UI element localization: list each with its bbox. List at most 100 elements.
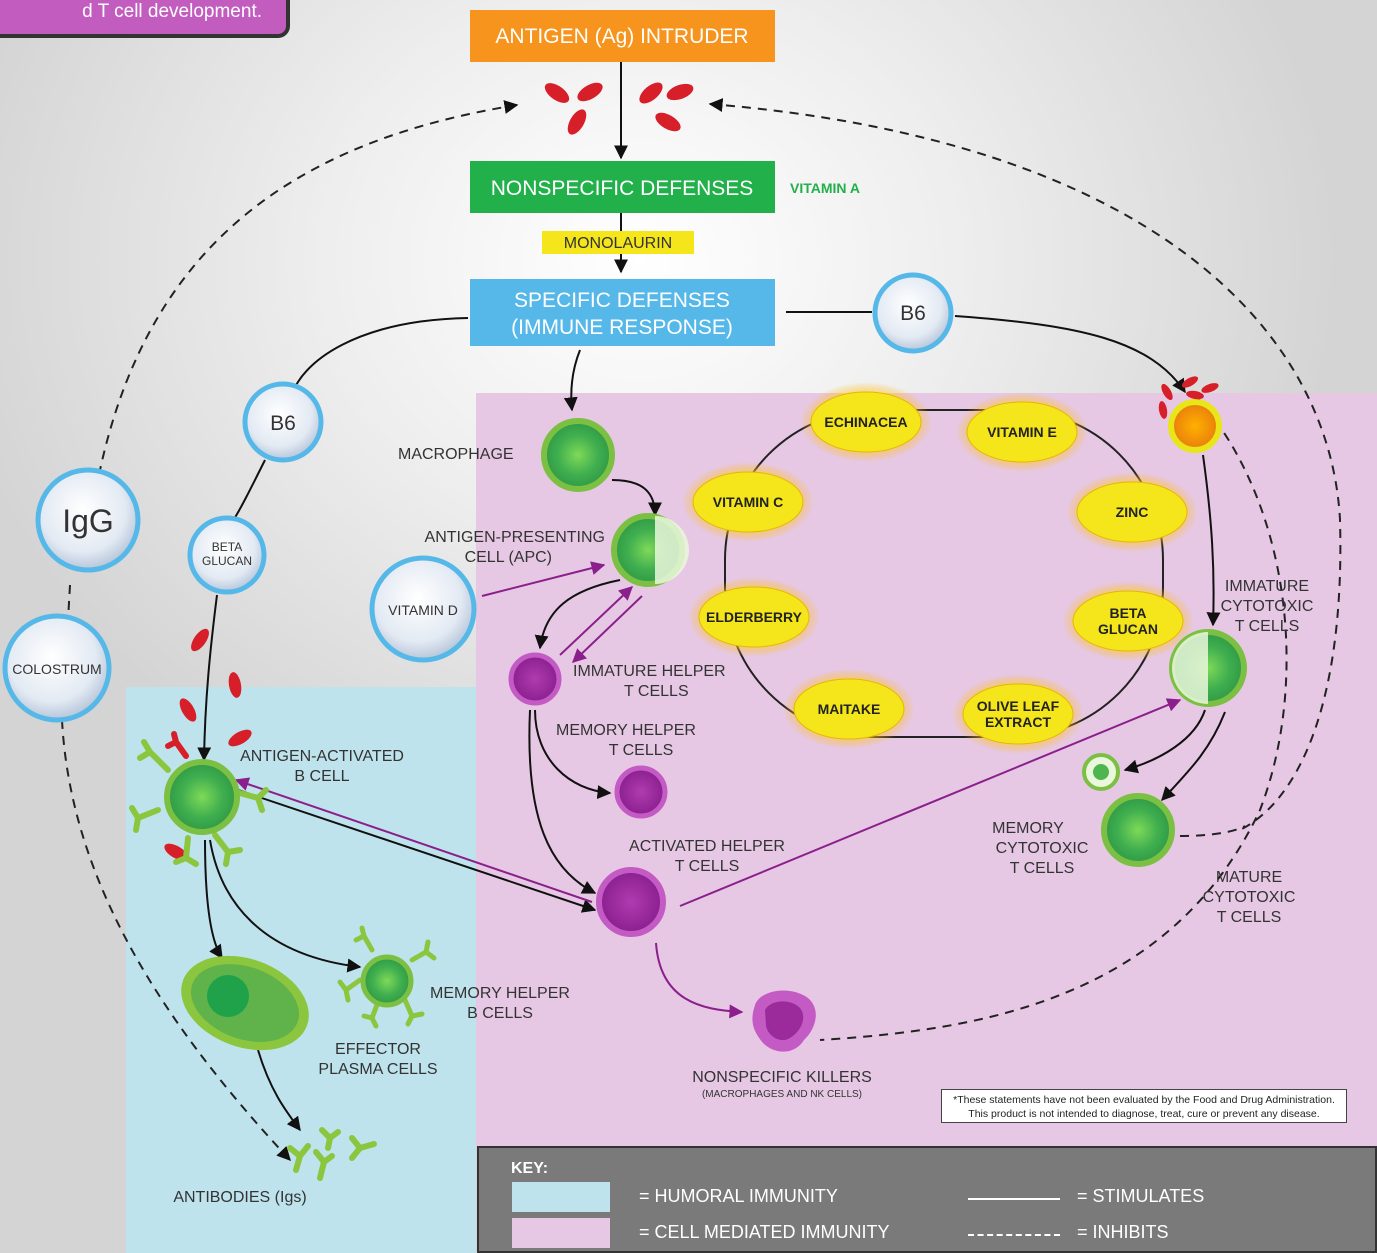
- maitake-oval: MAITAKE: [783, 669, 915, 749]
- nk-label-1: NONSPECIFIC KILLERS: [692, 1069, 872, 1086]
- immature-cyto-label-3: T CELLS: [1235, 618, 1300, 635]
- igg-circle: IgG: [35, 467, 141, 573]
- immature-cytotoxic-cell: [1169, 629, 1247, 707]
- antibodies-label: ANTIBODIES (Igs): [173, 1189, 306, 1206]
- key-title: KEY:: [511, 1160, 549, 1177]
- inhibits-line-sample: [968, 1234, 1060, 1236]
- macrophage-label: MACROPHAGE: [398, 446, 514, 463]
- arrow-effector-antibodies: [257, 1049, 301, 1132]
- activated-helper-label-1: ACTIVATED HELPER: [629, 838, 785, 855]
- b6-left-circle: B6: [242, 381, 324, 463]
- cell-mediated-swatch: [512, 1218, 610, 1248]
- arrow-specific-macrophage: [563, 349, 581, 412]
- vitamin-d-label: VITAMIN D: [388, 602, 458, 618]
- beta-glucan-label-1: BETA: [212, 540, 242, 554]
- antigen-b-label-2: B CELL: [294, 768, 349, 785]
- antigen-activated-b-cell: [129, 731, 269, 867]
- antibodies-icon: [287, 1127, 377, 1181]
- arrow-macrophage-apc: [611, 479, 662, 517]
- maitake-label: MAITAKE: [818, 701, 881, 717]
- specific-box-label-2: (IMMUNE RESPONSE): [511, 316, 733, 339]
- effector-plasma-cell: [181, 955, 309, 1051]
- zinc-label: ZINC: [1116, 504, 1149, 520]
- activated-helper-label-2: T CELLS: [675, 858, 740, 875]
- b6-right-label: B6: [900, 302, 926, 325]
- olive-leaf-label-2: EXTRACT: [985, 714, 1052, 730]
- arrow-cyto-mature: [1161, 711, 1226, 802]
- vitamin-c-label: VITAMIN C: [713, 494, 784, 510]
- memory-cyto-label-2: CYTOTOXIC: [996, 840, 1089, 857]
- vitamin-d-circle: VITAMIN D: [369, 555, 477, 663]
- vitamin-a-label: VITAMIN A: [790, 180, 860, 196]
- top-note-banner: d T cell development.: [0, 0, 290, 38]
- beta-glucan-circle: BETA GLUCAN: [187, 515, 267, 595]
- antigen-box-label: ANTIGEN (Ag) INTRUDER: [495, 25, 748, 48]
- memory-helper-t-cell: [614, 765, 668, 819]
- inhibit-arc-memory-cyto: [1179, 825, 1246, 837]
- olive-leaf-oval: OLIVE LEAF EXTRACT: [952, 674, 1084, 754]
- olive-leaf-label-1: OLIVE LEAF: [977, 698, 1060, 714]
- arrow-bcell-activated-helper: [237, 789, 597, 913]
- vitamin-e-oval: VITAMIN E: [956, 392, 1088, 472]
- arrow-helper-activated: [528, 709, 597, 894]
- activated-helper-cell: [596, 867, 666, 937]
- arrow-activated-bcell: [234, 777, 593, 903]
- inhibits-key-label: = INHIBITS: [1077, 1222, 1169, 1242]
- arrow-beta-bcell: [197, 594, 218, 762]
- beta-glucan-oval: BETA GLUCAN: [1062, 581, 1194, 661]
- top-note-text: d T cell development.: [82, 1, 262, 22]
- nonspecific-box: [470, 161, 775, 213]
- memory-cytotoxic-small-cell: [1082, 753, 1120, 791]
- echinacea-oval: ECHINACEA: [800, 382, 932, 462]
- antigen-bearing-cell: [1158, 376, 1222, 453]
- inhibit-arc-nk: [819, 394, 1288, 1041]
- elderberry-label: ELDERBERRY: [706, 609, 803, 625]
- antigen-box: [470, 10, 775, 62]
- memory-b-label-2: B CELLS: [467, 1005, 533, 1022]
- antigen-particles-top: [544, 82, 694, 135]
- immature-helper-label-2: T CELLS: [624, 683, 689, 700]
- arrow-helper-apc-1: [559, 586, 634, 656]
- stimulates-key-label: = STIMULATES: [1077, 1186, 1205, 1206]
- memory-helper-t-label-2: T CELLS: [609, 742, 674, 759]
- colostrum-circle: COLOSTRUM: [2, 613, 112, 723]
- immature-cyto-label-2: CYTOTOXIC: [1221, 598, 1314, 615]
- monolaurin-label: MONOLAURIN: [564, 235, 672, 252]
- stimulates-line-sample: [968, 1198, 1060, 1200]
- memory-helper-b-cell: [337, 925, 437, 1029]
- effector-label-2: PLASMA CELLS: [318, 1061, 437, 1078]
- antigen-b-label-1: ANTIGEN-ACTIVATED: [240, 748, 404, 765]
- nonspecific-killer-cell: [752, 990, 816, 1052]
- specific-box-label-1: SPECIFIC DEFENSES: [514, 289, 730, 312]
- fda-disclaimer: *These statements have not been evaluate…: [941, 1089, 1347, 1123]
- memory-b-label-1: MEMORY HELPER: [430, 985, 570, 1002]
- legend-key: KEY: = HUMORAL IMMUNITY = CELL MEDIATED …: [477, 1146, 1377, 1253]
- beta-glucan-label-2: GLUCAN: [202, 554, 252, 568]
- inhibit-arc-colostrum-antibodies: [61, 719, 291, 1162]
- inhibit-arc-top-right: [708, 98, 1342, 831]
- specific-box: [470, 279, 775, 346]
- elderberry-oval: ELDERBERRY: [688, 577, 820, 657]
- igg-label: IgG: [62, 503, 114, 539]
- memory-cyto-label-1: MEMORY: [992, 820, 1064, 837]
- disclaimer-line-2: This product is not intended to diagnose…: [968, 1108, 1320, 1120]
- b6-left-label: B6: [270, 412, 296, 435]
- apc-label-1: ANTIGEN-PRESENTING: [425, 529, 605, 546]
- immature-helper-cell: [508, 652, 562, 706]
- effector-label-1: EFFECTOR: [335, 1041, 421, 1058]
- vitamin-e-label: VITAMIN E: [987, 424, 1057, 440]
- humoral-swatch: [512, 1182, 610, 1212]
- disclaimer-line-1: *These statements have not been evaluate…: [953, 1094, 1335, 1106]
- immature-helper-label-1: IMMATURE HELPER: [573, 663, 726, 680]
- macrophage-cell: [541, 418, 615, 492]
- arrow-helper-memory: [534, 709, 612, 800]
- vitamin-c-oval: VITAMIN C: [682, 462, 814, 542]
- arrow-antigen-immature-cyto: [1202, 454, 1221, 627]
- nonspecific-box-label: NONSPECIFIC DEFENSES: [491, 177, 754, 200]
- arrow-activated-cyto: [679, 698, 1182, 907]
- arrow-bcell-effector: [204, 839, 223, 960]
- monolaurin-badge: [542, 231, 694, 254]
- arrow-vitamin-d-apc: [481, 561, 606, 597]
- arrow-apc-immature-helper: [534, 579, 621, 650]
